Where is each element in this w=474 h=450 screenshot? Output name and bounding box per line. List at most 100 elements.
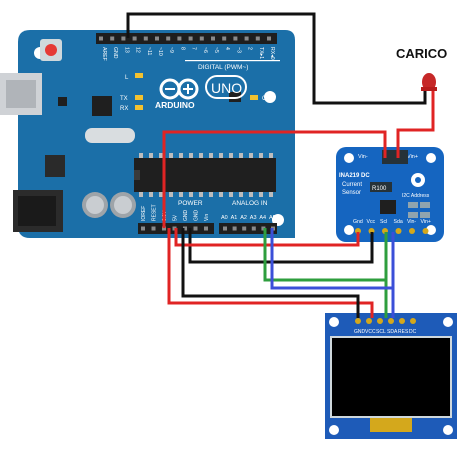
dc-power-jack-front bbox=[18, 196, 56, 226]
power-pin-label: RESET bbox=[152, 204, 158, 221]
digital-pin-label: GND bbox=[112, 47, 118, 59]
mcu-leg bbox=[199, 153, 203, 158]
uno-badge bbox=[205, 75, 247, 99]
wire-black-gnd-to-led bbox=[126, 12, 427, 105]
analog-pin-label: A5 bbox=[269, 215, 276, 221]
mounting-hole bbox=[329, 425, 339, 435]
mcu-leg bbox=[199, 192, 203, 197]
sensor-pin bbox=[395, 228, 402, 234]
oled-pin bbox=[399, 318, 405, 324]
header-pin bbox=[132, 36, 137, 41]
led-label-l: L bbox=[125, 75, 129, 81]
mcu-leg bbox=[209, 153, 213, 158]
mcu-leg bbox=[229, 153, 233, 158]
power-pin-label: GND bbox=[194, 210, 200, 222]
mcu-leg bbox=[219, 153, 223, 158]
digital-pin-label: 7 bbox=[191, 47, 197, 50]
mcu-leg bbox=[159, 192, 163, 197]
atmega-microcontroller bbox=[134, 158, 276, 192]
mcu-leg bbox=[209, 192, 213, 197]
usb-connector-inner bbox=[6, 80, 36, 108]
digital-pin-label: ~6 bbox=[202, 47, 208, 53]
wire-green-sda bbox=[263, 228, 388, 282]
oled-pin bbox=[355, 318, 361, 324]
shunt-resistor bbox=[370, 182, 392, 192]
oled-flex-cable bbox=[370, 418, 412, 432]
oled-pin bbox=[388, 318, 394, 324]
power-header-title: POWER bbox=[178, 200, 203, 207]
capacitor-top bbox=[114, 196, 132, 214]
digital-pin-label: 13 bbox=[123, 47, 129, 53]
header-pin bbox=[223, 226, 227, 231]
address-jumper bbox=[408, 212, 418, 218]
oled-pin bbox=[377, 318, 383, 324]
sensor-pin bbox=[422, 228, 429, 234]
mcu-leg bbox=[249, 153, 253, 158]
header-pin bbox=[255, 36, 260, 41]
oled-pin-label: RES bbox=[398, 329, 409, 335]
crystal-oscillator bbox=[85, 128, 135, 143]
mcu-leg bbox=[189, 153, 193, 158]
header-pin bbox=[204, 226, 208, 231]
address-jumper bbox=[408, 202, 418, 208]
usb-chip bbox=[92, 96, 112, 116]
shunt-resistor-label: R100 bbox=[372, 186, 387, 192]
header-pin bbox=[162, 226, 166, 231]
oled-pin bbox=[410, 318, 416, 324]
address-jumper bbox=[420, 212, 430, 218]
digital-pin-label: ~9 bbox=[168, 47, 174, 53]
mounting-hole bbox=[443, 425, 453, 435]
led-tx-indicator bbox=[135, 95, 143, 100]
sensor-vin-plus-top: Vin+ bbox=[407, 154, 418, 160]
power-pin-label: 5V bbox=[173, 214, 179, 221]
load-label: CARICO bbox=[396, 46, 447, 61]
mcu-leg bbox=[149, 192, 153, 197]
digital-pin-label: 8 bbox=[179, 47, 185, 50]
header-pin bbox=[251, 226, 256, 231]
analog-header bbox=[219, 223, 277, 234]
mcu-leg bbox=[259, 192, 263, 197]
arduino-brand-text: ARDUINO bbox=[155, 100, 195, 110]
oled-screen bbox=[330, 336, 452, 418]
led-base bbox=[421, 87, 437, 91]
header-pin bbox=[267, 36, 271, 41]
ina219-sensor-board: Vin- Vin+ INA219 DC Current Sensor R100 … bbox=[336, 147, 444, 242]
oled-pin-label: DC bbox=[409, 329, 417, 335]
digital-pin-label: 4 bbox=[224, 47, 230, 50]
led-label-on: ON bbox=[262, 96, 271, 102]
wire-blue-scl bbox=[270, 228, 395, 290]
header-pin bbox=[166, 36, 171, 41]
digital-pin-label: 2 bbox=[247, 47, 253, 50]
mounting-hole bbox=[426, 225, 436, 235]
oled-pin bbox=[366, 318, 372, 324]
wires bbox=[126, 12, 435, 318]
header-pin bbox=[261, 226, 266, 231]
oled-pin-label: SCL bbox=[376, 329, 386, 335]
digital-pin-label: ~10 bbox=[157, 47, 163, 56]
digital-header bbox=[96, 33, 277, 44]
mcu-leg bbox=[139, 153, 143, 158]
sensor-terminal-block bbox=[382, 150, 408, 164]
microcontroller-pins bbox=[139, 153, 273, 197]
digital-header-title: DIGITAL (PWM~) bbox=[198, 64, 248, 71]
digital-pin-label: 12 bbox=[135, 47, 141, 53]
sensor-vin-minus-top: Vin- bbox=[358, 154, 368, 160]
small-chip bbox=[58, 97, 67, 106]
mcu-leg bbox=[169, 192, 173, 197]
sensor-pin-label: Sda bbox=[394, 219, 403, 225]
header-pin bbox=[141, 226, 145, 231]
adafruit-flower-icon bbox=[411, 173, 425, 187]
digital-header-pins bbox=[99, 36, 271, 41]
mounting-hole bbox=[344, 225, 354, 235]
header-pin bbox=[155, 36, 159, 41]
header-pin bbox=[211, 36, 215, 41]
mcu-leg bbox=[249, 192, 253, 197]
mcu-notch bbox=[134, 170, 140, 180]
header-pin bbox=[151, 226, 156, 231]
mounting-hole bbox=[264, 91, 276, 103]
mcu-leg bbox=[179, 192, 183, 197]
header-pin bbox=[222, 36, 227, 41]
